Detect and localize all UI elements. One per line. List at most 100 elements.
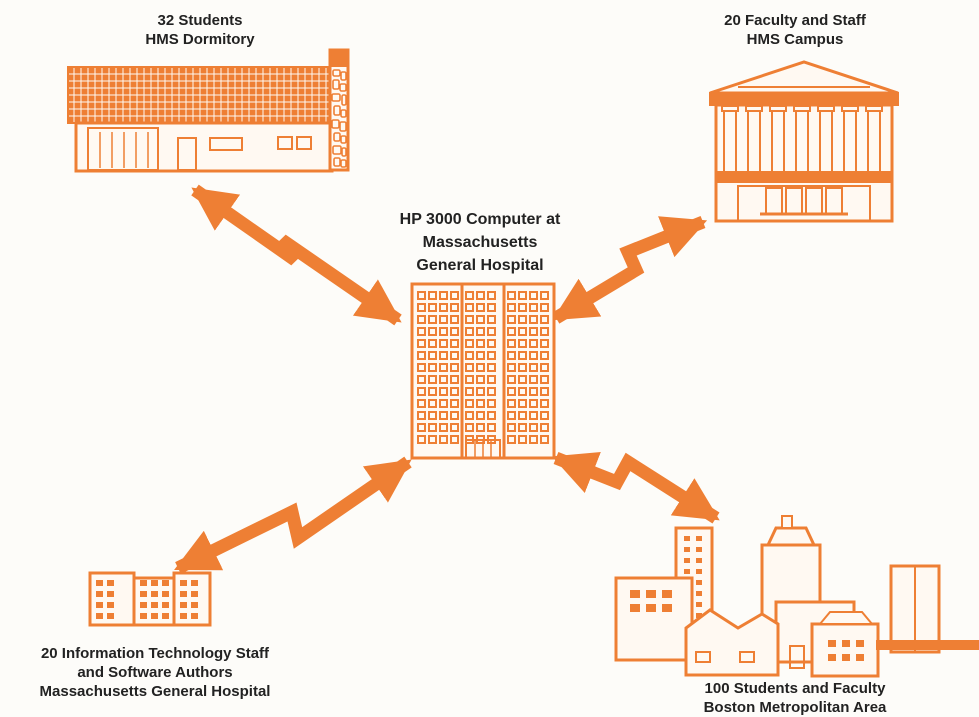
office-window xyxy=(180,602,187,608)
center-label-line: General Hospital xyxy=(416,257,544,274)
tower-window xyxy=(518,339,527,348)
chimney-stone xyxy=(340,71,347,81)
arrow-center-to-dormitory xyxy=(191,184,402,326)
campus-label-line: HMS Campus xyxy=(746,31,844,48)
tower-window xyxy=(417,375,426,384)
tower-window xyxy=(465,315,474,324)
chimney-stone xyxy=(339,83,347,92)
tower-window xyxy=(465,411,474,420)
tower-window xyxy=(487,411,496,420)
dormitory-building-icon xyxy=(67,48,350,173)
tower-window xyxy=(540,423,549,432)
tower-window xyxy=(540,303,549,312)
campus-column-cap xyxy=(721,105,739,112)
tower-window xyxy=(529,303,538,312)
office-window xyxy=(140,613,147,619)
tower-window xyxy=(540,339,549,348)
tower-window xyxy=(439,435,448,444)
it-staff-label-line: Massachusetts General Hospital xyxy=(39,683,271,700)
office-window xyxy=(191,613,198,619)
tower-window xyxy=(529,375,538,384)
tower-window xyxy=(465,363,474,372)
metro-label-line: Boston Metropolitan Area xyxy=(703,699,887,716)
tower-window xyxy=(450,387,459,396)
tower-window xyxy=(507,423,516,432)
tower-window xyxy=(540,351,549,360)
tower-window xyxy=(417,339,426,348)
campus-column xyxy=(843,109,857,173)
tower-window xyxy=(476,375,485,384)
tower-window xyxy=(439,363,448,372)
tower-window xyxy=(428,387,437,396)
tower-window xyxy=(507,435,516,444)
tower-window xyxy=(518,315,527,324)
campus-column xyxy=(819,109,833,173)
columned-campus-building-icon xyxy=(709,60,899,223)
tower-window xyxy=(439,387,448,396)
tower-window xyxy=(540,399,549,408)
office-window xyxy=(191,602,198,608)
tower-window xyxy=(529,339,538,348)
office-window xyxy=(107,602,114,608)
tower-window xyxy=(417,387,426,396)
tower-window xyxy=(696,613,702,618)
tower-window xyxy=(465,399,474,408)
tower-window xyxy=(487,339,496,348)
tower-window xyxy=(476,339,485,348)
tower-window xyxy=(529,351,538,360)
tower-window xyxy=(465,375,474,384)
campus-column-cap xyxy=(865,105,883,112)
tower-window xyxy=(518,363,527,372)
tower-window xyxy=(529,291,538,300)
chimney-stone xyxy=(340,159,347,168)
tower-window xyxy=(428,303,437,312)
tower-window xyxy=(540,435,549,444)
chimney-stone xyxy=(331,93,341,102)
chimney-stone xyxy=(333,157,341,167)
tower-window xyxy=(518,375,527,384)
tower-window xyxy=(450,339,459,348)
tower-window xyxy=(439,351,448,360)
tower-window xyxy=(417,363,426,372)
campus-column-cap xyxy=(817,105,835,112)
campus-label-line: 20 Faculty and Staff xyxy=(724,12,866,29)
tower-window xyxy=(476,363,485,372)
office-window xyxy=(96,613,103,619)
tower-window xyxy=(540,411,549,420)
tower-window xyxy=(507,399,516,408)
tower-window xyxy=(529,399,538,408)
tower-window xyxy=(428,423,437,432)
chimney-stone xyxy=(332,69,341,77)
campus-column-cap xyxy=(745,105,763,112)
campus-column xyxy=(795,109,809,173)
office-window xyxy=(151,602,158,608)
tower-window xyxy=(487,423,496,432)
tower-window xyxy=(540,327,549,336)
tower-window xyxy=(465,327,474,336)
tower-window xyxy=(540,291,549,300)
tower-window xyxy=(507,363,516,372)
tower-window xyxy=(540,387,549,396)
office-window xyxy=(162,580,169,586)
tower-window xyxy=(450,291,459,300)
tower-window xyxy=(684,569,690,574)
chimney-stone xyxy=(340,135,347,144)
center-label: HP 3000 Computer at Massachusetts Genera… xyxy=(380,208,580,277)
it-staff-label: 20 Information Technology Staff and Soft… xyxy=(0,644,310,701)
tower-window xyxy=(487,351,496,360)
tower-window xyxy=(417,315,426,324)
tower-window xyxy=(476,399,485,408)
dormitory-label: 32 Students HMS Dormitory xyxy=(110,11,290,49)
tower-window xyxy=(465,423,474,432)
tower-window xyxy=(487,303,496,312)
tower-window xyxy=(428,351,437,360)
chimney-stone xyxy=(332,145,342,155)
office-window xyxy=(191,591,198,597)
tower-window xyxy=(439,339,448,348)
office-window xyxy=(180,591,187,597)
office-window xyxy=(107,580,114,586)
chimney-stone xyxy=(340,109,347,118)
office-window xyxy=(162,602,169,608)
tower-window xyxy=(450,363,459,372)
